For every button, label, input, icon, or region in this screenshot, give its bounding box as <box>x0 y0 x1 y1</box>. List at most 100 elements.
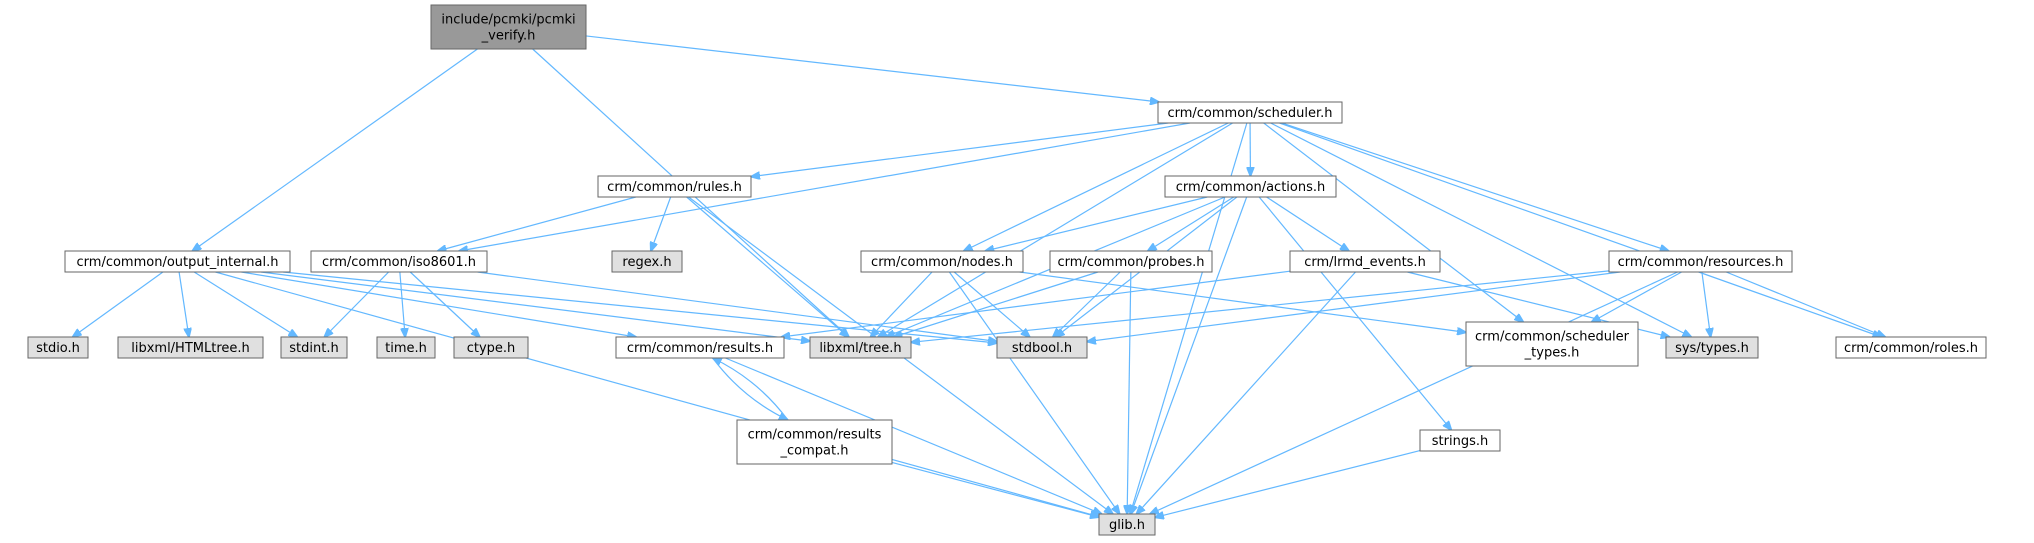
node-systypes-label-0: sys/types.h <box>1675 341 1749 356</box>
edge-nodes-to-tree <box>870 271 933 337</box>
edge-results-to-results_compat <box>712 357 788 420</box>
edge-rules-to-iso8601 <box>438 196 637 251</box>
edge-rules-to-regex <box>651 196 672 251</box>
edge-scheduler-to-rules <box>751 122 1169 177</box>
node-glib-box <box>1098 513 1156 536</box>
edge-rules-to-tree <box>686 196 849 337</box>
edge-output_internal-to-glib <box>215 271 1099 517</box>
edge-scheduler-to-iso8601 <box>459 122 1191 251</box>
edge-resources-to-roles <box>1725 271 1885 337</box>
node-sched_types[interactable]: crm/common/scheduler_types.h <box>1465 321 1639 367</box>
node-results-box <box>615 336 785 359</box>
edge-actions-to-lrmd_events <box>1266 196 1349 251</box>
node-regex-label-0: regex.h <box>622 255 671 270</box>
node-stdio[interactable]: stdio.h <box>27 336 89 359</box>
node-lrmd_events[interactable]: crm/lrmd_events.h <box>1289 250 1441 273</box>
node-stdio-label-0: stdio.h <box>36 341 80 356</box>
node-nodes-box <box>860 250 1024 273</box>
node-htmltree[interactable]: libxml/HTMLtree.h <box>117 336 264 359</box>
node-scheduler-label-0: crm/common/scheduler.h <box>1167 106 1332 121</box>
edge-nodes-to-stdbool <box>953 271 1030 337</box>
node-probes[interactable]: crm/common/probes.h <box>1049 250 1213 273</box>
edge-nodes-to-glib <box>948 271 1119 514</box>
node-scheduler[interactable]: crm/common/scheduler.h <box>1157 101 1343 124</box>
node-verify-label-1: _verify.h <box>481 29 536 44</box>
node-ctype[interactable]: ctype.h <box>453 336 529 359</box>
node-regex[interactable]: regex.h <box>611 250 683 273</box>
node-stdint-box <box>280 336 348 359</box>
node-actions-label-0: crm/common/actions.h <box>1176 180 1325 195</box>
node-regex-box <box>611 250 683 273</box>
edge-probes-to-glib <box>1127 271 1132 514</box>
node-rules-box <box>597 175 752 198</box>
node-stdint[interactable]: stdint.h <box>280 336 348 359</box>
edge-scheduler-to-systypes <box>1270 122 1692 337</box>
node-stdbool-label-0: stdbool.h <box>1012 341 1072 356</box>
node-actions[interactable]: crm/common/actions.h <box>1164 175 1337 198</box>
edge-scheduler-to-nodes <box>964 122 1229 251</box>
node-glib-label-0: glib.h <box>1109 518 1145 533</box>
node-lrmd_events-box <box>1289 250 1441 273</box>
node-probes-box <box>1049 250 1213 273</box>
node-stdio-box <box>27 336 89 359</box>
node-sched_types-label-0: crm/common/scheduler <box>1475 330 1630 345</box>
edge-resources-to-sched_types <box>1592 271 1682 322</box>
edge-scheduler-to-tree <box>878 122 1233 337</box>
node-results_compat[interactable]: crm/common/results_compat.h <box>736 419 893 465</box>
edge-output_internal-to-htmltree <box>178 271 189 337</box>
node-iso8601-box <box>310 250 488 273</box>
node-results_compat-box <box>736 419 893 465</box>
nodes-layer: include/pcmki/pcmki_verify.h crm/common/s… <box>27 4 1987 536</box>
node-tree-label-0: libxml/tree.h <box>819 341 901 356</box>
node-time[interactable]: time.h <box>376 336 436 359</box>
node-output_internal-box <box>64 250 291 273</box>
edge-results-to-glib <box>725 357 1101 514</box>
node-roles[interactable]: crm/common/roles.h <box>1835 336 1987 359</box>
edge-resources-to-systypes <box>1701 271 1711 337</box>
edge-scheduler-to-resources <box>1281 122 1669 251</box>
node-rules-label-0: crm/common/rules.h <box>607 180 742 195</box>
node-systypes-box <box>1665 336 1759 359</box>
node-roles-label-0: crm/common/roles.h <box>1844 341 1978 356</box>
edge-iso8601-to-time <box>399 271 405 337</box>
edge-results_compat-to-results <box>713 358 789 421</box>
node-sched_types-box <box>1465 321 1639 367</box>
node-rules[interactable]: crm/common/rules.h <box>597 175 752 198</box>
node-results-label-0: crm/common/results.h <box>627 341 773 356</box>
edge-iso8601-to-ctype <box>409 271 480 337</box>
node-probes-label-0: crm/common/probes.h <box>1058 255 1205 270</box>
node-verify[interactable]: include/pcmki/pcmki_verify.h <box>430 4 587 50</box>
edges-layer <box>73 35 1886 518</box>
node-tree[interactable]: libxml/tree.h <box>809 336 912 359</box>
edge-nodes-to-sched_types <box>1019 271 1466 332</box>
node-stdbool[interactable]: stdbool.h <box>996 336 1088 359</box>
node-lrmd_events-label-0: crm/lrmd_events.h <box>1304 255 1426 270</box>
node-strings[interactable]: strings.h <box>1419 429 1501 452</box>
edge-actions-to-nodes <box>985 196 1208 251</box>
node-stdint-label-0: stdint.h <box>289 341 338 356</box>
node-output_internal[interactable]: crm/common/output_internal.h <box>64 250 291 273</box>
node-glib[interactable]: glib.h <box>1098 513 1156 536</box>
edge-iso8601-to-stdbool <box>477 271 997 341</box>
edge-output_internal-to-stdbool <box>282 271 997 343</box>
edge-resources-to-stdbool <box>1087 271 1621 342</box>
node-systypes[interactable]: sys/types.h <box>1665 336 1759 359</box>
node-time-label-0: time.h <box>385 341 427 356</box>
node-iso8601-label-0: crm/common/iso8601.h <box>322 255 476 270</box>
edge-resources-to-glib <box>1150 271 1678 514</box>
node-results[interactable]: crm/common/results.h <box>615 336 785 359</box>
node-resources[interactable]: crm/common/resources.h <box>1608 250 1793 273</box>
node-actions-box <box>1164 175 1337 198</box>
edge-scheduler-to-sched_types <box>1263 122 1524 322</box>
node-iso8601[interactable]: crm/common/iso8601.h <box>310 250 488 273</box>
edge-probes-to-tree <box>894 271 1099 337</box>
node-stdbool-box <box>996 336 1088 359</box>
edge-actions-to-probes <box>1148 196 1235 251</box>
edge-output_internal-to-results <box>241 271 636 337</box>
node-nodes[interactable]: crm/common/nodes.h <box>860 250 1024 273</box>
edge-lrmd_events-to-results <box>781 270 1291 337</box>
edge-output_internal-to-stdio <box>73 271 164 337</box>
node-results_compat-label-0: crm/common/results <box>748 428 882 443</box>
node-tree-box <box>809 336 912 359</box>
